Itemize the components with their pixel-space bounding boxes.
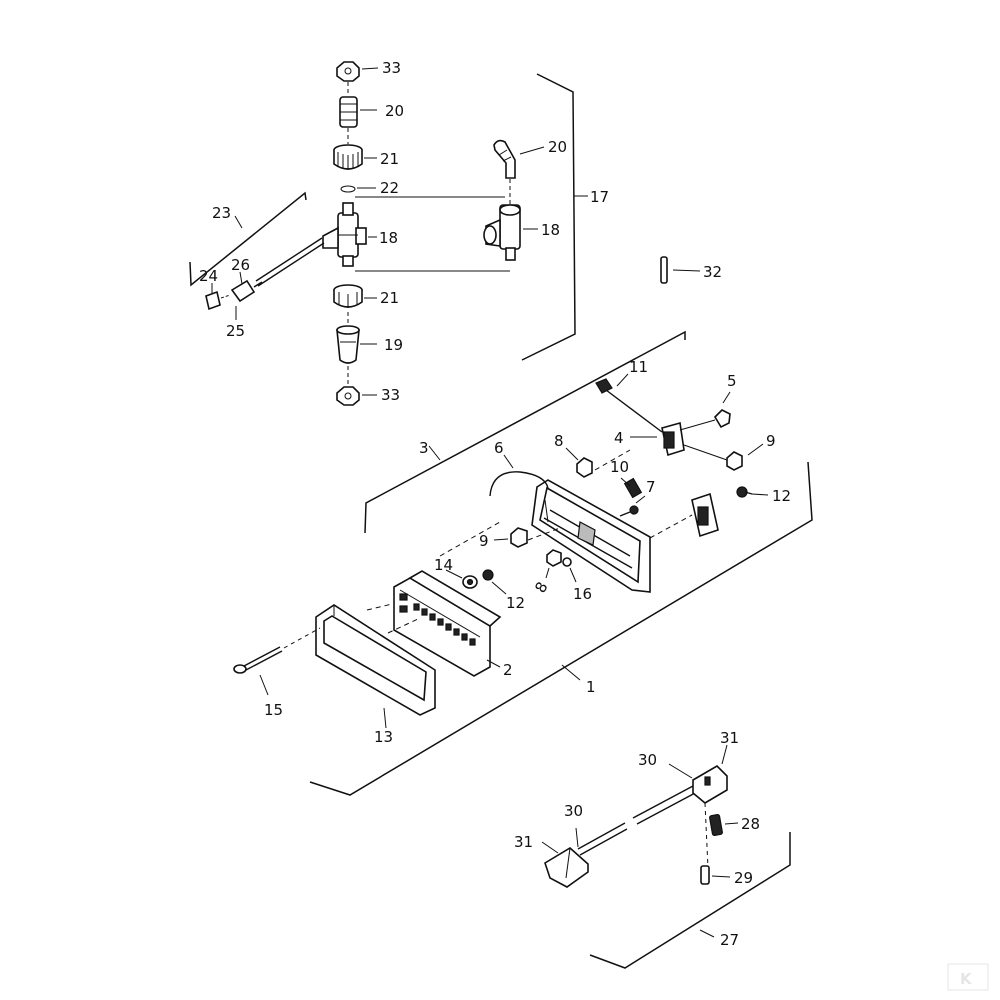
- screw-11: [595, 378, 663, 433]
- switch-plate: [691, 492, 719, 538]
- frame-13: [315, 604, 436, 716]
- callout-30: 30: [564, 802, 583, 820]
- group-bracket-27: [589, 832, 791, 969]
- callout-15: 15: [264, 701, 283, 719]
- callout-31: 31: [514, 833, 533, 851]
- cable-27: [577, 785, 698, 856]
- pin-32: [660, 256, 668, 284]
- callout-3: 3: [419, 439, 429, 457]
- callout-13: 13: [374, 728, 393, 746]
- callout-9: 9: [479, 532, 489, 550]
- screw-10: [623, 477, 643, 499]
- group-bracket-23: [189, 191, 307, 287]
- leader-lines: [211, 67, 769, 878]
- callout-20: 20: [385, 102, 404, 120]
- callout-10: 10: [610, 458, 629, 476]
- nut-8-bottom: [546, 549, 562, 567]
- valve-body-18-left: [322, 202, 367, 267]
- callout-23: 23: [212, 204, 231, 222]
- connector-26: [230, 279, 263, 303]
- callout-2: 2: [503, 661, 513, 679]
- callout-5: 5: [727, 372, 737, 390]
- plug-31-left: [544, 847, 589, 888]
- callout-18: 18: [541, 221, 560, 239]
- callout-8: 8: [531, 579, 551, 596]
- nut-8-top: [576, 457, 593, 478]
- cable-23: [255, 237, 325, 287]
- callout-22: 22: [380, 179, 399, 197]
- screw-12-right: [736, 486, 753, 498]
- callout-14: 14: [434, 556, 453, 574]
- valve-body-18-right: [483, 204, 521, 261]
- callout-21: 21: [380, 289, 399, 307]
- nut-33-bottom: [336, 386, 360, 406]
- callout-12: 12: [506, 594, 525, 612]
- callout-8: 8: [554, 432, 564, 450]
- callout-17: 17: [590, 188, 609, 206]
- callout-33: 33: [381, 386, 400, 404]
- callout-6: 6: [494, 439, 504, 457]
- nut-9-left: [510, 527, 528, 548]
- callout-1: 1: [586, 678, 596, 696]
- brand-logo: K: [947, 963, 989, 991]
- callout-4: 4: [614, 429, 624, 447]
- nut-33-top: [336, 61, 360, 82]
- seal-28: [709, 814, 723, 836]
- display-unit-2: [393, 570, 502, 677]
- callout-7: 7: [646, 478, 656, 496]
- hose-tail-19: [336, 325, 360, 364]
- callout-21: 21: [380, 150, 399, 168]
- callout-27: 27: [720, 931, 739, 949]
- washer-14: [462, 575, 478, 589]
- callout-24: 24: [199, 267, 218, 285]
- screw-15: [233, 627, 321, 674]
- clip-24: [205, 290, 221, 311]
- union-nut-21-bottom: [333, 284, 363, 308]
- logo-text: K: [960, 970, 973, 988]
- callout-26: 26: [231, 256, 250, 274]
- callout-29: 29: [734, 869, 753, 887]
- group-bracket-1: [309, 461, 813, 796]
- screw-12-left: [482, 569, 494, 581]
- callout-9: 9: [766, 432, 776, 450]
- callout-25: 25: [226, 322, 245, 340]
- nut-5: [679, 409, 731, 431]
- callout-31: 31: [720, 729, 739, 747]
- union-nut-21-top: [333, 144, 363, 170]
- callout-30: 30: [638, 751, 657, 769]
- housing-3: [531, 479, 651, 593]
- callout-32: 32: [703, 263, 722, 281]
- o-ring-22: [340, 185, 356, 193]
- assembly-lines: [366, 449, 693, 634]
- bracket-4: [661, 421, 685, 457]
- group-bracket-3: [364, 330, 686, 534]
- callout-20: 20: [548, 138, 567, 156]
- group-bracket-17: [521, 73, 588, 361]
- washer-16: [562, 557, 572, 567]
- screw-7: [619, 505, 639, 517]
- hose-nipple-20-left: [339, 96, 358, 128]
- pin-29: [700, 865, 710, 885]
- callout-28: 28: [741, 815, 760, 833]
- elbow-nipple-20-right: [493, 139, 516, 179]
- plug-31-right: [692, 764, 728, 804]
- callout-18: 18: [379, 229, 398, 247]
- callout-19: 19: [384, 336, 403, 354]
- callout-11: 11: [629, 358, 648, 376]
- callout-33: 33: [382, 59, 401, 77]
- callout-12: 12: [772, 487, 791, 505]
- nut-9-right: [683, 444, 743, 471]
- wire-6: [489, 471, 549, 497]
- callout-labels: 33 20 21 22 18 21 19 33 20 17 18 32 23 2…: [199, 59, 791, 949]
- callout-16: 16: [573, 585, 592, 603]
